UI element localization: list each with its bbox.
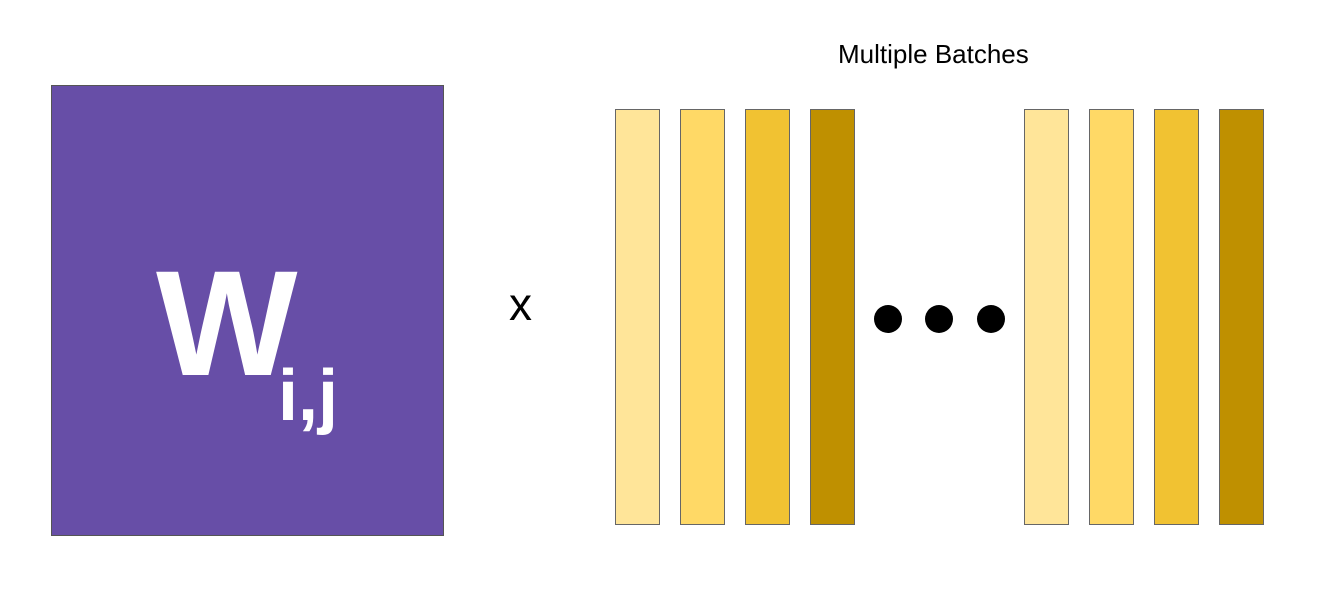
weight-symbol: W bbox=[156, 239, 298, 407]
ellipsis-dot bbox=[925, 305, 953, 333]
weight-matrix: W i,j bbox=[51, 85, 444, 536]
batch-column bbox=[1089, 109, 1134, 525]
multiply-operator: x bbox=[509, 278, 532, 330]
batches-title: Multiple Batches bbox=[838, 39, 1029, 69]
ellipsis-dot bbox=[874, 305, 902, 333]
batch-column bbox=[1024, 109, 1069, 525]
batch-column bbox=[1219, 109, 1264, 525]
batch-column bbox=[615, 109, 660, 525]
batch-column bbox=[810, 109, 855, 525]
batch-column bbox=[1154, 109, 1199, 525]
weight-subscript: i,j bbox=[278, 356, 339, 436]
ellipsis-dot bbox=[977, 305, 1005, 333]
batch-column bbox=[745, 109, 790, 525]
batch-column bbox=[680, 109, 725, 525]
